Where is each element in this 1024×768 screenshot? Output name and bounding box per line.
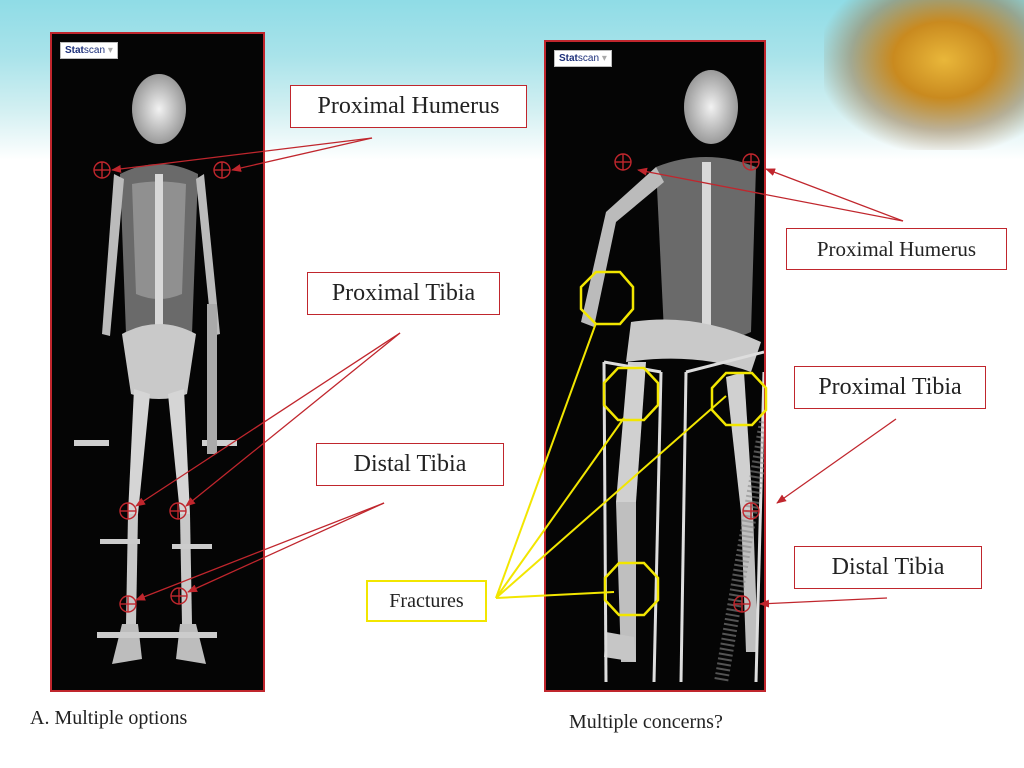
label-right-proximal-tibia: Proximal Tibia <box>794 366 986 409</box>
logo-brand-bold: Stat <box>65 45 84 56</box>
crosshair-icon <box>170 587 188 605</box>
label-right-distal-tibia: Distal Tibia <box>794 546 982 589</box>
statscan-logo: Statscan ▾ <box>60 42 118 59</box>
label-left-proximal-tibia: Proximal Tibia <box>307 272 500 315</box>
statscan-logo: Statscan ▾ <box>554 50 612 67</box>
pointer-line <box>187 502 385 593</box>
label-left-distal-tibia: Distal Tibia <box>316 443 504 486</box>
pointer-line <box>637 167 904 222</box>
label-left-proximal-humerus: Proximal Humerus <box>290 85 527 128</box>
pointer-line <box>185 332 401 507</box>
right-xray-panel: Statscan ▾ <box>544 40 766 692</box>
fracture-octagon <box>579 270 635 326</box>
fracture-octagon <box>602 366 660 422</box>
right-skeleton-image <box>581 70 764 684</box>
caption-right: Multiple concerns? <box>569 711 723 733</box>
crosshair-icon <box>733 595 751 613</box>
pointer-line <box>135 332 401 507</box>
logo-brand-rest: scan <box>83 45 106 56</box>
logo-brand-rest: scan <box>577 53 600 64</box>
pointer-line <box>776 418 897 504</box>
crosshair-icon <box>213 161 231 179</box>
fracture-octagon <box>710 371 768 427</box>
pointer-line <box>135 502 385 601</box>
crosshair-icon <box>742 502 760 520</box>
crosshair-icon <box>93 161 111 179</box>
fracture-octagon <box>603 561 660 617</box>
crosshair-icon <box>119 595 137 613</box>
left-xray-panel: Statscan ▾ <box>50 32 265 692</box>
pointer-line <box>765 168 904 222</box>
crosshair-icon <box>614 153 632 171</box>
pointer-line <box>111 137 373 173</box>
pointer-line <box>231 137 373 172</box>
logo-brand-bold: Stat <box>559 53 578 64</box>
crosshair-icon <box>119 502 137 520</box>
crosshair-icon <box>742 153 760 171</box>
caption-left: A. Multiple options <box>30 707 188 729</box>
label-right-proximal-humerus: Proximal Humerus <box>786 228 1007 270</box>
label-fractures: Fractures <box>366 580 487 622</box>
left-skeleton-image <box>74 74 237 664</box>
ambulance-stretcher-photo <box>824 0 1024 150</box>
pointer-line <box>759 597 888 608</box>
fracture-pointer-line <box>495 395 727 599</box>
fracture-pointer-line <box>495 322 597 599</box>
crosshair-icon <box>169 502 187 520</box>
fracture-pointer-line <box>495 591 615 599</box>
fracture-pointer-line <box>495 417 625 599</box>
